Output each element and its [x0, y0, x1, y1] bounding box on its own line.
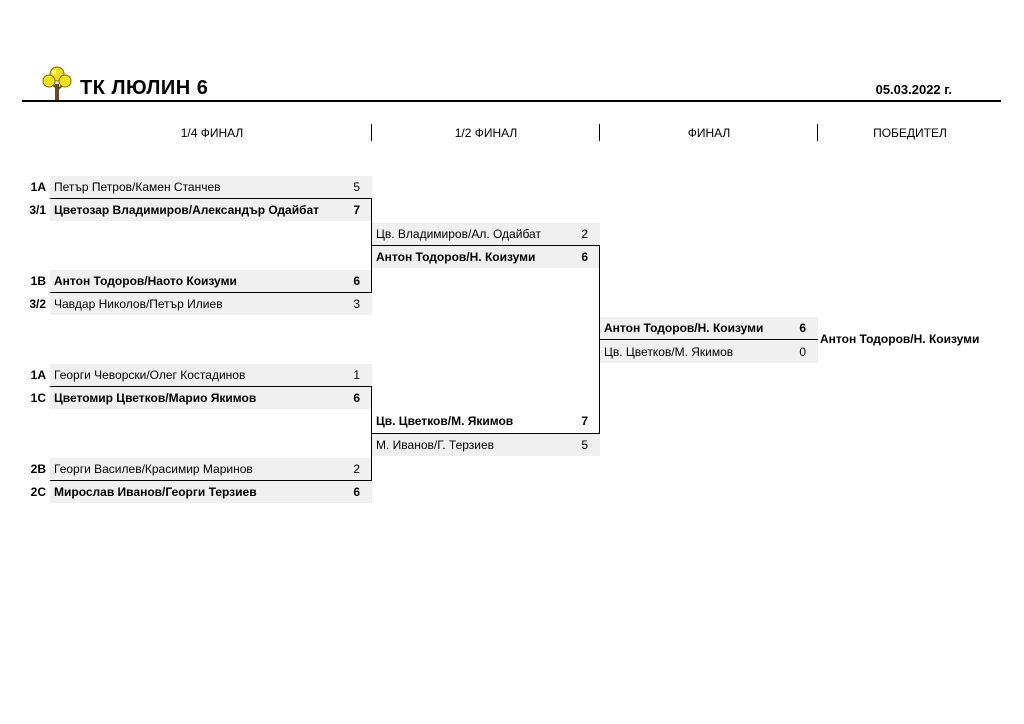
team-name: Антон Тодоров/Н. Коизуми [604, 321, 764, 335]
seed-label: 1C [30, 391, 46, 405]
team-score: 6 [353, 274, 360, 288]
club-logo-tree-icon [42, 66, 72, 100]
bracket-line [372, 245, 600, 246]
bracket-connector [371, 386, 372, 434]
team-name: Георги Чеворски/Олег Костадинов [54, 368, 246, 382]
team-score: 2 [353, 462, 360, 476]
seed-label: 1A [30, 368, 46, 382]
qf-entry: Георги Василев/Красимир Маринов 2 [50, 458, 372, 480]
team-score: 6 [353, 391, 360, 405]
final-entry: Цв. Цветков/М. Якимов 0 [600, 341, 818, 363]
final-entry-winner: Антон Тодоров/Н. Коизуми 6 [600, 317, 818, 339]
qf-entry: Петър Петров/Камен Станчев 5 [50, 176, 372, 198]
team-score: 3 [353, 297, 360, 311]
round-separator [817, 124, 818, 141]
round-label-quarterfinal: 1/4 ФИНАЛ [180, 126, 244, 140]
team-name: Цветозар Владимиров/Александър Одайбат [54, 203, 320, 217]
qf-entry: Георги Чеворски/Олег Костадинов 1 [50, 364, 372, 386]
team-name: Чавдар Николов/Петър Илиев [54, 297, 223, 311]
round-label-semifinal: 1/2 ФИНАЛ [454, 126, 518, 140]
qf-entry-winner: Цветозар Владимиров/Александър Одайбат 7 [50, 199, 372, 221]
team-score: 1 [353, 368, 360, 382]
bracket-line [50, 292, 372, 293]
club-title: ТК ЛЮЛИН 6 [80, 77, 209, 99]
qf-entry-winner: Мирослав Иванов/Георги Терзиев 6 [50, 481, 372, 503]
qf-entry-winner: Антон Тодоров/Наото Коизуми 6 [50, 270, 372, 292]
bracket-line [50, 480, 372, 481]
sf-entry-winner: Антон Тодоров/Н. Коизуми 6 [372, 246, 600, 268]
seed-label: 1B [30, 274, 46, 288]
bracket-connector [371, 246, 372, 292]
team-name: Антон Тодоров/Наото Коизуми [54, 274, 237, 288]
team-score: 5 [353, 180, 360, 194]
bracket-line [50, 198, 372, 199]
sf-entry: М. Иванов/Г. Терзиев 5 [372, 434, 600, 456]
team-score: 6 [581, 250, 588, 264]
seed-label: 2B [30, 462, 46, 476]
header-rule [22, 100, 1001, 102]
team-score: 2 [581, 227, 588, 241]
sf-entry: Цв. Владимиров/Ал. Одайбат 2 [372, 223, 600, 245]
team-score: 7 [353, 203, 360, 217]
bracket-line [600, 339, 818, 340]
team-score: 7 [581, 414, 588, 428]
round-separator [599, 124, 600, 141]
event-date: 05.03.2022 г. [875, 82, 952, 97]
round-label-winner: ПОБЕДИТЕЛ [873, 126, 947, 140]
seed-label: 1A [30, 180, 46, 194]
team-score: 5 [581, 438, 588, 452]
seed-label: 3/1 [29, 203, 46, 217]
qf-entry: Чавдар Николов/Петър Илиев 3 [50, 293, 372, 315]
bracket-connector [371, 434, 372, 480]
team-score: 0 [799, 345, 806, 359]
team-name: Цв. Владимиров/Ал. Одайбат [376, 227, 541, 241]
bracket-connector [599, 245, 600, 434]
qf-entry-winner: Цветомир Цветков/Марио Якимов 6 [50, 387, 372, 409]
bracket-line [372, 433, 600, 434]
team-name: Антон Тодоров/Н. Коизуми [376, 250, 536, 264]
team-score: 6 [799, 321, 806, 335]
team-name: Цв. Цветков/М. Якимов [376, 414, 514, 428]
team-name: М. Иванов/Г. Терзиев [376, 438, 495, 452]
champion-name: Антон Тодоров/Н. Коизуми [820, 332, 980, 346]
bracket-line [50, 386, 372, 387]
bracket-connector [371, 198, 372, 246]
seed-label: 2C [30, 485, 46, 499]
team-name: Цв. Цветков/М. Якимов [604, 345, 734, 359]
team-name: Мирослав Иванов/Георги Терзиев [54, 485, 257, 499]
team-score: 6 [353, 485, 360, 499]
round-separator [371, 124, 372, 141]
team-name: Цветомир Цветков/Марио Якимов [54, 391, 257, 405]
round-label-final: ФИНАЛ [687, 126, 731, 140]
seed-label: 3/2 [29, 297, 46, 311]
team-name: Петър Петров/Камен Станчев [54, 180, 221, 194]
team-name: Георги Василев/Красимир Маринов [54, 462, 253, 476]
sf-entry-winner: Цв. Цветков/М. Якимов 7 [372, 410, 600, 432]
